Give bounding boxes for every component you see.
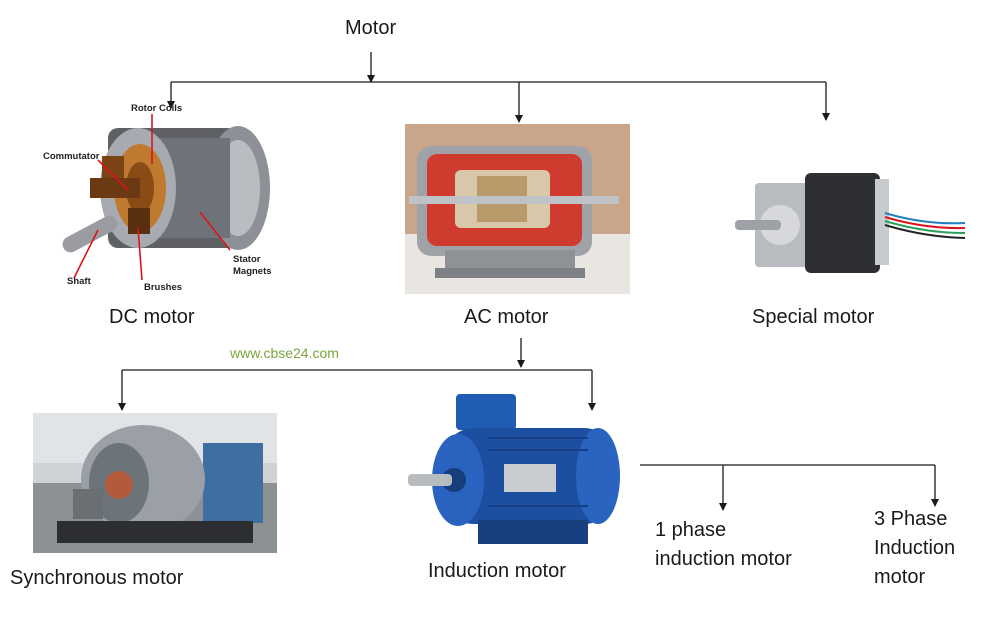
special-motor-label: Special motor: [752, 306, 875, 328]
one-phase-label-line1: 1 phase: [655, 519, 727, 541]
three-phase-label-line2: Induction: [874, 537, 956, 559]
callout-magnets: Magnets: [233, 266, 272, 277]
induction-motor-label: Induction motor: [428, 560, 566, 582]
callout-rotor-coils: Rotor Coils: [131, 103, 182, 114]
three-phase-label-line1: 3 Phase: [874, 508, 948, 530]
callout-commutator: Commutator: [43, 151, 100, 162]
dc-motor-label: DC motor: [109, 306, 195, 328]
induction-motor-image: [408, 394, 620, 544]
callout-shaft: Shaft: [67, 276, 92, 287]
synchronous-motor-image: [33, 413, 277, 553]
one-phase-label-line2: induction motor: [655, 548, 792, 570]
special-motor-image: [735, 173, 965, 273]
watermark: www.cbse24.com: [230, 345, 339, 361]
callout-stator: Stator: [233, 254, 261, 265]
dc-motor-image: Rotor Coils Commutator Shaft Brushes Sta…: [43, 103, 272, 293]
callout-brushes: Brushes: [144, 282, 182, 293]
ac-motor-label: AC motor: [464, 306, 549, 328]
synchronous-motor-label: Synchronous motor: [10, 567, 184, 589]
three-phase-label-line3: motor: [874, 566, 926, 588]
ac-motor-image: [405, 124, 630, 294]
motor-title: Motor: [345, 17, 397, 39]
